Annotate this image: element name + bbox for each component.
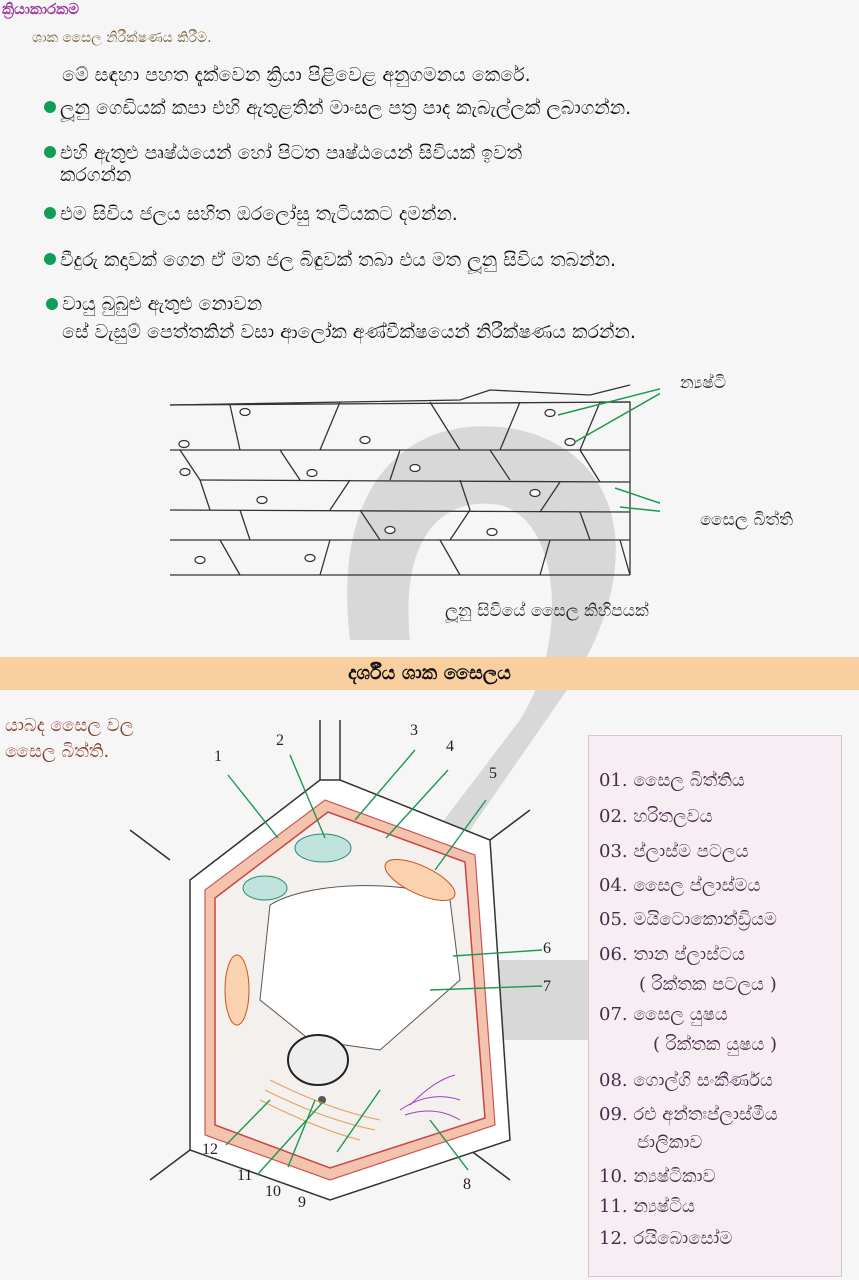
activity-title: ක්‍රියාකාරකම (2, 0, 80, 18)
step-4: වීදුරු කදාවක් ගෙන ඒ මත ජල බිඳුවක් තබා එය… (44, 249, 617, 271)
diagram-number: 1 (214, 748, 222, 765)
step-text: එම සිවිය ජලය සහිත ඔරලෝසු තැටියකට දමන්න. (60, 203, 458, 225)
diagram-number: 5 (489, 765, 497, 782)
legend-item: 01. සෛල බිත්තිය (599, 770, 745, 791)
onion-figure-caption: ලූනු සිවියේ සෛල කිහිපයක් (445, 601, 649, 621)
label-line: සෛල බිත්ති. (5, 741, 110, 762)
step-2: එහි ඇතුළු පෘෂ්ඨයෙන් හෝ පිටත පෘෂ්ඨයෙන් සි… (44, 142, 523, 186)
bullet-icon (44, 146, 56, 158)
step-text: එහි ඇතුළු පෘෂ්ඨයෙන් හෝ පිටත පෘෂ්ඨයෙන් සි… (60, 142, 523, 164)
step-text-cont: සේ වැසුම් පෙත්තකින් වසා ආලෝක අණ්වීක්ෂයෙන… (62, 321, 636, 343)
cell-wall-label: සෛල බිත්ති (700, 510, 794, 530)
diagram-number: 11 (237, 1167, 253, 1184)
legend-item: 04. සෛල ප්ලාස්මය (599, 875, 761, 896)
diagram-number: 4 (446, 738, 454, 755)
onion-cells-figure (169, 384, 660, 576)
diagram-number: 7 (543, 978, 551, 995)
activity-subtitle: ශාක සෛල නිරීක්ෂණය කිරීම. (32, 30, 212, 46)
plant-cell-diagram (130, 720, 543, 1201)
diagram-number: 8 (463, 1176, 471, 1193)
label-line: යාබද සෛල වල (5, 715, 134, 736)
legend-item: 06. තාන ප්ලාස්ටය (599, 944, 745, 965)
step-text-cont: කරගන්න (60, 164, 132, 186)
section-banner: දර්ශීය ශාක සෛලය (0, 657, 859, 690)
legend-item: 03. ප්ලාස්ම පටලය (599, 841, 749, 862)
adjacent-walls-label: යාබද සෛල වල සෛල බිත්ති. (5, 713, 134, 765)
diagram-number: 10 (265, 1183, 281, 1200)
nucleus-label: න්‍යෂ්ටි (680, 373, 726, 393)
step-5: වායු බුබුළු ඇතුළු නොවන සේ වැසුම් පෙත්තකින… (46, 290, 636, 346)
intro-text: මේ සඳහා පහත දැක්වෙන ක්‍රියා පිළිවෙළ අනුග… (62, 64, 531, 86)
bullet-icon (44, 253, 56, 265)
diagram-number: 12 (202, 1141, 218, 1158)
bullet-icon (44, 101, 56, 113)
diagram-number: 3 (410, 722, 418, 739)
legend-box: 01. සෛල බිත්තිය 02. හරිතලවය 03. ප්ලාස්ම … (588, 735, 842, 1277)
diagram-number: 6 (543, 940, 551, 957)
step-3: එම සිවිය ජලය සහිත ඔරලෝසු තැටියකට දමන්න. (44, 203, 458, 225)
legend-item: 07. සෛල යුෂය (599, 1004, 728, 1025)
legend-item: 10. න්‍යෂ්ටිකාව (599, 1166, 716, 1187)
legend-item-cont: ජාලිකාව (637, 1132, 703, 1153)
step-text: වීදුරු කදාවක් ගෙන ඒ මත ජල බිඳුවක් තබා එය… (60, 249, 617, 271)
legend-item: 05. මයිටොකොන්ඩ්‍රියම (599, 909, 777, 930)
step-text: වායු බුබුළු ඇතුළු නොවන (62, 293, 263, 315)
diagram-number: 9 (298, 1194, 306, 1211)
step-1: ලූනු ගෙඩියක් කපා එහි ඇතුළතින් මාංසල පත්‍… (44, 97, 632, 119)
legend-item: 02. හරිතලවය (599, 806, 713, 827)
legend-item-cont: ( රික්තක යුෂය ) (653, 1034, 777, 1055)
step-text: ලූනු ගෙඩියක් කපා එහි ඇතුළතින් මාංසල පත්‍… (60, 97, 632, 119)
legend-item: 08. ගොල්ගි සංකීර්ණය (599, 1070, 773, 1091)
bullet-icon (44, 207, 56, 219)
bullet-icon (46, 298, 58, 310)
legend-item: 09. රළු අන්තඃප්ලාස්මීය (599, 1104, 778, 1125)
legend-item-cont: ( රික්තක පටලය ) (639, 974, 777, 995)
legend-item: 11. න්‍යෂ්ටිය (599, 1196, 695, 1217)
diagram-number: 2 (276, 732, 284, 749)
legend-item: 12. රයිබොසෝම (599, 1228, 733, 1249)
